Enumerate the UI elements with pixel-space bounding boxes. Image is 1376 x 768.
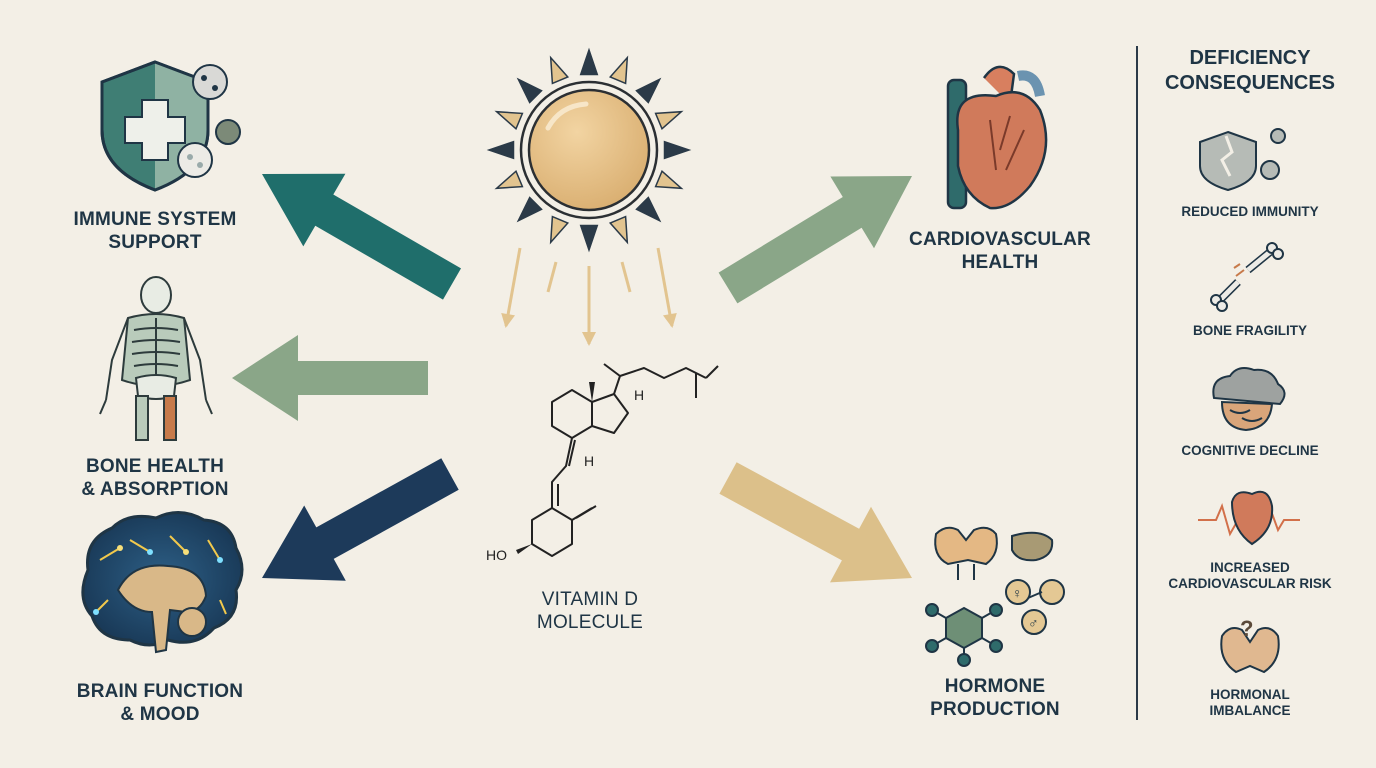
skeleton-icon	[99, 276, 213, 441]
sun-ray	[516, 196, 543, 223]
sun-ray	[516, 77, 543, 104]
sun-ray	[579, 47, 599, 76]
sidebar-item-reduced-immunity: REDUCED IMMUNITY	[1150, 204, 1350, 220]
sidebar-item-label-line1: HORMONAL	[1210, 687, 1290, 702]
heart-pulse-icon	[1198, 490, 1300, 546]
sidebar-title-line1: DEFICIENCY	[1189, 47, 1311, 69]
sun-ray	[654, 110, 684, 131]
atom-h-top: H	[634, 387, 644, 403]
sidebar-title-line2: CONSEQUENCES	[1164, 72, 1336, 94]
shield-virus-icon	[100, 60, 241, 192]
heart-icon	[946, 65, 1048, 210]
benefit-label-immune: IMMUNE SYSTEM SUPPORT	[55, 208, 255, 254]
sun-beam	[656, 247, 674, 327]
benefit-label-bone-line2: & ABSORPTION	[81, 479, 229, 500]
sidebar-item-label: COGNITIVE DECLINE	[1181, 443, 1319, 458]
sun-icon	[486, 47, 692, 346]
sidebar-item-label-line2: CARDIOVASCULAR RISK	[1168, 576, 1332, 591]
molecule-label: VITAMIN D MOLECULE	[490, 588, 690, 634]
benefit-label-cardio-line2: HEALTH	[961, 252, 1039, 273]
arrow-to-cardio	[718, 176, 912, 304]
benefit-label-bone-line1: BONE HEALTH	[85, 456, 224, 477]
sun-ray	[635, 77, 662, 104]
sun-beam-head	[582, 332, 596, 346]
svg-text:♂: ♂	[1028, 615, 1039, 631]
benefit-label-cardio: CARDIOVASCULAR HEALTH	[895, 228, 1105, 274]
benefit-label-hormone-line2: PRODUCTION	[930, 699, 1060, 720]
benefit-label-bone: BONE HEALTH & ABSORPTION	[55, 455, 255, 501]
benefit-label-cardio-line1: CARDIOVASCULAR	[909, 229, 1091, 250]
thyroid-question-icon: ?	[1220, 616, 1280, 674]
sun-rays	[486, 47, 692, 253]
sidebar-item-cognitive-decline: COGNITIVE DECLINE	[1150, 443, 1350, 459]
arrow-to-bone	[232, 335, 428, 421]
sun-ray	[494, 110, 524, 131]
broken-shield-icon	[1199, 128, 1286, 192]
molecule-label-line1: VITAMIN D	[541, 589, 639, 610]
arrow-to-immune	[262, 173, 461, 300]
sun-beam	[620, 261, 632, 293]
benefit-label-brain: BRAIN FUNCTION & MOOD	[55, 680, 265, 726]
sidebar-divider	[1136, 46, 1138, 720]
arrow-to-brain	[262, 458, 459, 581]
sun-ray	[549, 55, 570, 85]
arrow-to-hormone	[719, 462, 912, 583]
sidebar-item-label: BONE FRAGILITY	[1193, 323, 1307, 338]
benefit-label-brain-line2: & MOOD	[120, 704, 200, 725]
sun-beam-head	[501, 313, 515, 328]
sun-ray	[579, 224, 599, 253]
sun-ray	[549, 215, 570, 245]
brain-icon	[81, 511, 244, 654]
glands-molecule-icon: ♀ ♂	[925, 526, 1065, 667]
benefit-label-hormone: HORMONE PRODUCTION	[895, 675, 1095, 721]
sun-ray	[663, 140, 692, 160]
molecule-label-line2: MOLECULE	[536, 612, 644, 633]
sun-ray	[494, 169, 524, 190]
benefit-label-hormone-line1: HORMONE	[944, 676, 1046, 697]
sidebar-title: DEFICIENCY CONSEQUENCES	[1150, 46, 1350, 96]
sidebar-item-label-line2: IMBALANCE	[1209, 703, 1291, 718]
vitamin-d-molecule-icon	[516, 363, 719, 557]
atom-hydroxyl: HO	[486, 547, 507, 563]
sun-beam	[546, 261, 558, 293]
sidebar-item-label-line1: INCREASED	[1210, 560, 1290, 575]
svg-text:♀: ♀	[1012, 585, 1023, 601]
sidebar-item-hormonal-imbalance: HORMONAL IMBALANCE	[1150, 687, 1350, 719]
broken-bone-icon	[1210, 242, 1284, 312]
benefit-label-immune-line1: IMMUNE SYSTEM	[73, 209, 237, 230]
sun-beam	[504, 247, 522, 327]
sun-ray	[608, 215, 629, 245]
sun-beam-head	[663, 313, 677, 328]
svg-text:?: ?	[1240, 616, 1253, 641]
sidebar-item-label: REDUCED IMMUNITY	[1181, 204, 1319, 219]
sun-ray	[654, 169, 684, 190]
sun-ray	[635, 196, 662, 223]
benefit-label-brain-line1: BRAIN FUNCTION	[76, 681, 244, 702]
sidebar-item-cardio-risk: INCREASED CARDIOVASCULAR RISK	[1150, 560, 1350, 592]
atom-h-bottom: H	[584, 453, 594, 469]
benefit-label-immune-line2: SUPPORT	[108, 232, 202, 253]
sidebar-item-bone-fragility: BONE FRAGILITY	[1150, 323, 1350, 339]
cloudy-brain-icon	[1212, 367, 1286, 432]
sun-ray	[608, 55, 629, 85]
sun-ray	[486, 140, 515, 160]
sun-beams	[501, 247, 677, 346]
